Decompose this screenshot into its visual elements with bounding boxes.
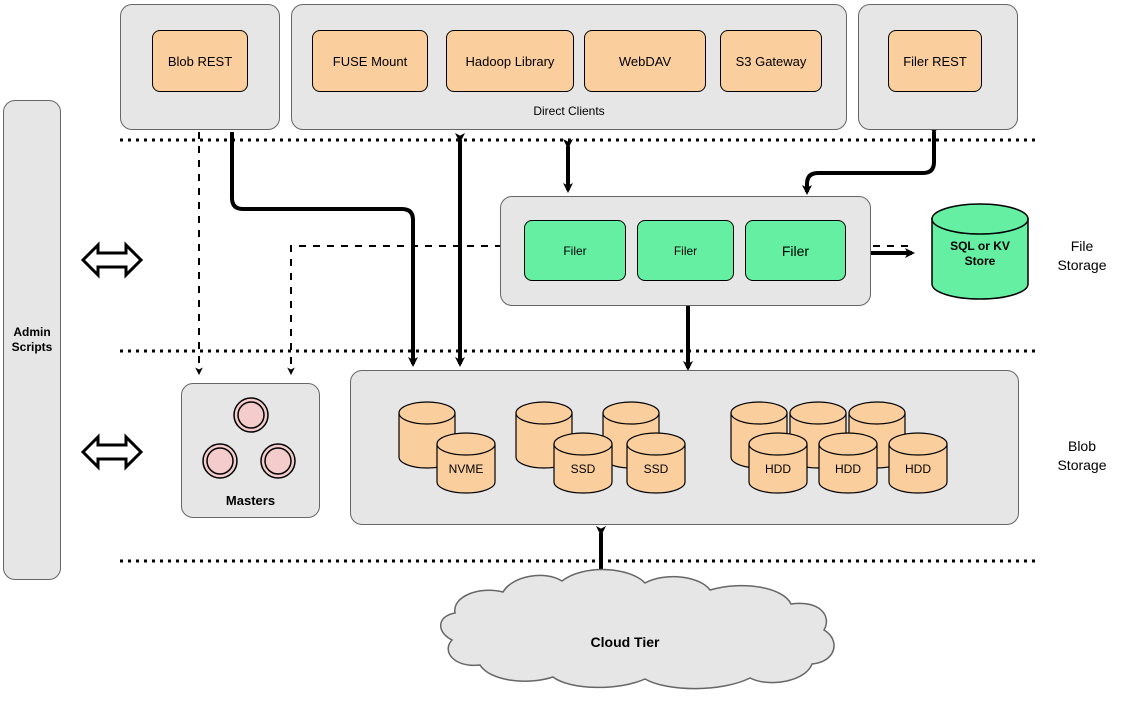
file-storage-label-line2: Storage	[1057, 257, 1107, 273]
client-box-fuse-mount[interactable]: FUSE Mount	[312, 30, 428, 92]
admin-scripts-label-line1: Admin	[13, 325, 51, 339]
blob-storage-label-line2: Storage	[1057, 457, 1107, 473]
ssd-label-1: SSD	[570, 462, 596, 476]
admin-double-arrow-blob	[80, 433, 144, 471]
client-box-hadoop-library[interactable]: Hadoop Library	[446, 30, 574, 92]
cloud-tier-shape	[440, 568, 835, 690]
blob-storage-label-line1: Blob	[1067, 438, 1097, 454]
dashed-control-links	[195, 132, 908, 376]
metastore-cylinder-shape	[931, 203, 1029, 300]
storage-tier-nvme[interactable]: NVME	[396, 400, 501, 496]
hdd-label-2: HDD	[835, 462, 861, 476]
filer-box-2[interactable]: Filer	[637, 220, 734, 281]
client-box-blob-rest[interactable]: Blob REST	[152, 30, 248, 92]
nvme-label: NVME	[448, 462, 484, 476]
hdd-label-1: HDD	[765, 462, 791, 476]
filer-box-3[interactable]: Filer	[745, 220, 846, 281]
client-box-s3-gateway[interactable]: S3 Gateway	[720, 30, 822, 92]
ssd-cylinders	[515, 401, 686, 494]
admin-scripts-label-line2: Scripts	[11, 340, 53, 354]
ssd-label-2: SSD	[643, 462, 669, 476]
nvme-cylinders	[398, 401, 496, 494]
metastore-label-line2: Store	[964, 254, 996, 268]
metastore-cylinder[interactable]: SQL or KV Store	[930, 203, 1030, 300]
direct-clients-caption: Direct Clients	[533, 104, 605, 118]
file-storage-label-line1: File	[1070, 238, 1094, 254]
storage-tier-ssd[interactable]: SSD SSD	[513, 400, 688, 496]
cloud-tier-label: Cloud Tier	[590, 634, 660, 650]
blob-storage-label: Blob Storage	[1048, 437, 1116, 475]
storage-tier-hdd[interactable]: HDD HDD HDD	[728, 400, 950, 496]
client-box-webdav[interactable]: WebDAV	[584, 30, 706, 92]
admin-double-arrow-file	[80, 241, 144, 279]
client-box-filer-rest[interactable]: Filer REST	[888, 30, 982, 92]
metastore-label-line1: SQL or KV	[950, 239, 1010, 253]
hdd-label-3: HDD	[905, 462, 931, 476]
solid-data-links	[230, 125, 939, 597]
masters-nodes	[202, 397, 296, 479]
file-storage-label: File Storage	[1048, 237, 1116, 275]
masters-label: Masters	[225, 493, 276, 508]
zone-divider-lines	[120, 138, 1040, 563]
filer-box-1[interactable]: Filer	[524, 220, 626, 281]
hdd-cylinders	[730, 401, 948, 494]
admin-scripts-panel[interactable]: Admin Scripts	[3, 100, 61, 580]
